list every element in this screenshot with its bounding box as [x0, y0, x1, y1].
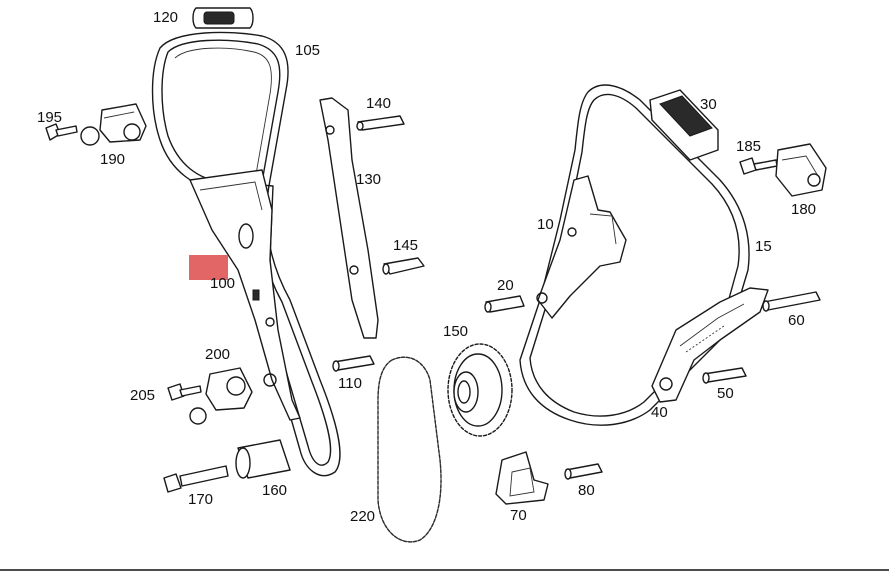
label-195: 195: [37, 109, 62, 126]
part-220-small-chain[interactable]: [377, 356, 442, 543]
part-185-bolt[interactable]: [739, 157, 778, 175]
label-80: 80: [578, 482, 595, 499]
part-150-sprocket[interactable]: [447, 343, 513, 437]
part-70-guide[interactable]: [495, 451, 549, 505]
label-15: 15: [755, 238, 772, 255]
part-180-tensioner[interactable]: [775, 143, 827, 197]
part-140-pin[interactable]: [356, 115, 405, 131]
part-105-timing-chain-left[interactable]: [151, 31, 341, 477]
label-190: 190: [100, 151, 125, 168]
part-120-cap[interactable]: [192, 7, 254, 29]
label-130: 130: [356, 171, 381, 188]
label-160: 160: [262, 482, 287, 499]
label-180: 180: [791, 201, 816, 218]
part-190-tensioner[interactable]: [80, 103, 147, 146]
label-20: 20: [497, 277, 514, 294]
label-40: 40: [651, 404, 668, 421]
part-10-guide-rail[interactable]: [536, 175, 627, 319]
label-50: 50: [717, 385, 734, 402]
label-70: 70: [510, 507, 527, 524]
label-140: 140: [366, 95, 391, 112]
part-205-bolt[interactable]: [167, 383, 202, 401]
label-170: 170: [188, 491, 213, 508]
label-145: 145: [393, 237, 418, 254]
label-60: 60: [788, 312, 805, 329]
part-200-tensioner[interactable]: [189, 367, 253, 425]
part-145-pin[interactable]: [382, 257, 425, 275]
label-105: 105: [295, 42, 320, 59]
part-50-pin[interactable]: [702, 367, 747, 384]
part-100-tensioner-rail[interactable]: [189, 169, 301, 421]
label-220: 220: [350, 508, 375, 525]
label-100: 100: [210, 275, 235, 292]
part-110-pin[interactable]: [332, 355, 375, 372]
label-110: 110: [338, 375, 362, 392]
part-20-pin[interactable]: [484, 295, 525, 313]
part-160-sleeve[interactable]: [235, 439, 291, 479]
part-40-rail[interactable]: [651, 287, 769, 403]
part-60-pin[interactable]: [762, 291, 821, 312]
part-80-pin[interactable]: [564, 463, 603, 480]
part-195-bolt[interactable]: [45, 123, 78, 141]
label-120: 120: [153, 9, 178, 26]
label-185: 185: [736, 138, 761, 155]
label-200: 200: [205, 346, 230, 363]
highlight-marker: [189, 255, 228, 280]
part-130-guide-rail[interactable]: [319, 97, 379, 339]
part-170-bolt[interactable]: [163, 465, 229, 493]
label-205: 205: [130, 387, 155, 404]
label-30: 30: [700, 96, 717, 113]
label-150: 150: [443, 323, 468, 340]
label-10: 10: [537, 216, 554, 233]
part-30-block[interactable]: [649, 89, 719, 161]
